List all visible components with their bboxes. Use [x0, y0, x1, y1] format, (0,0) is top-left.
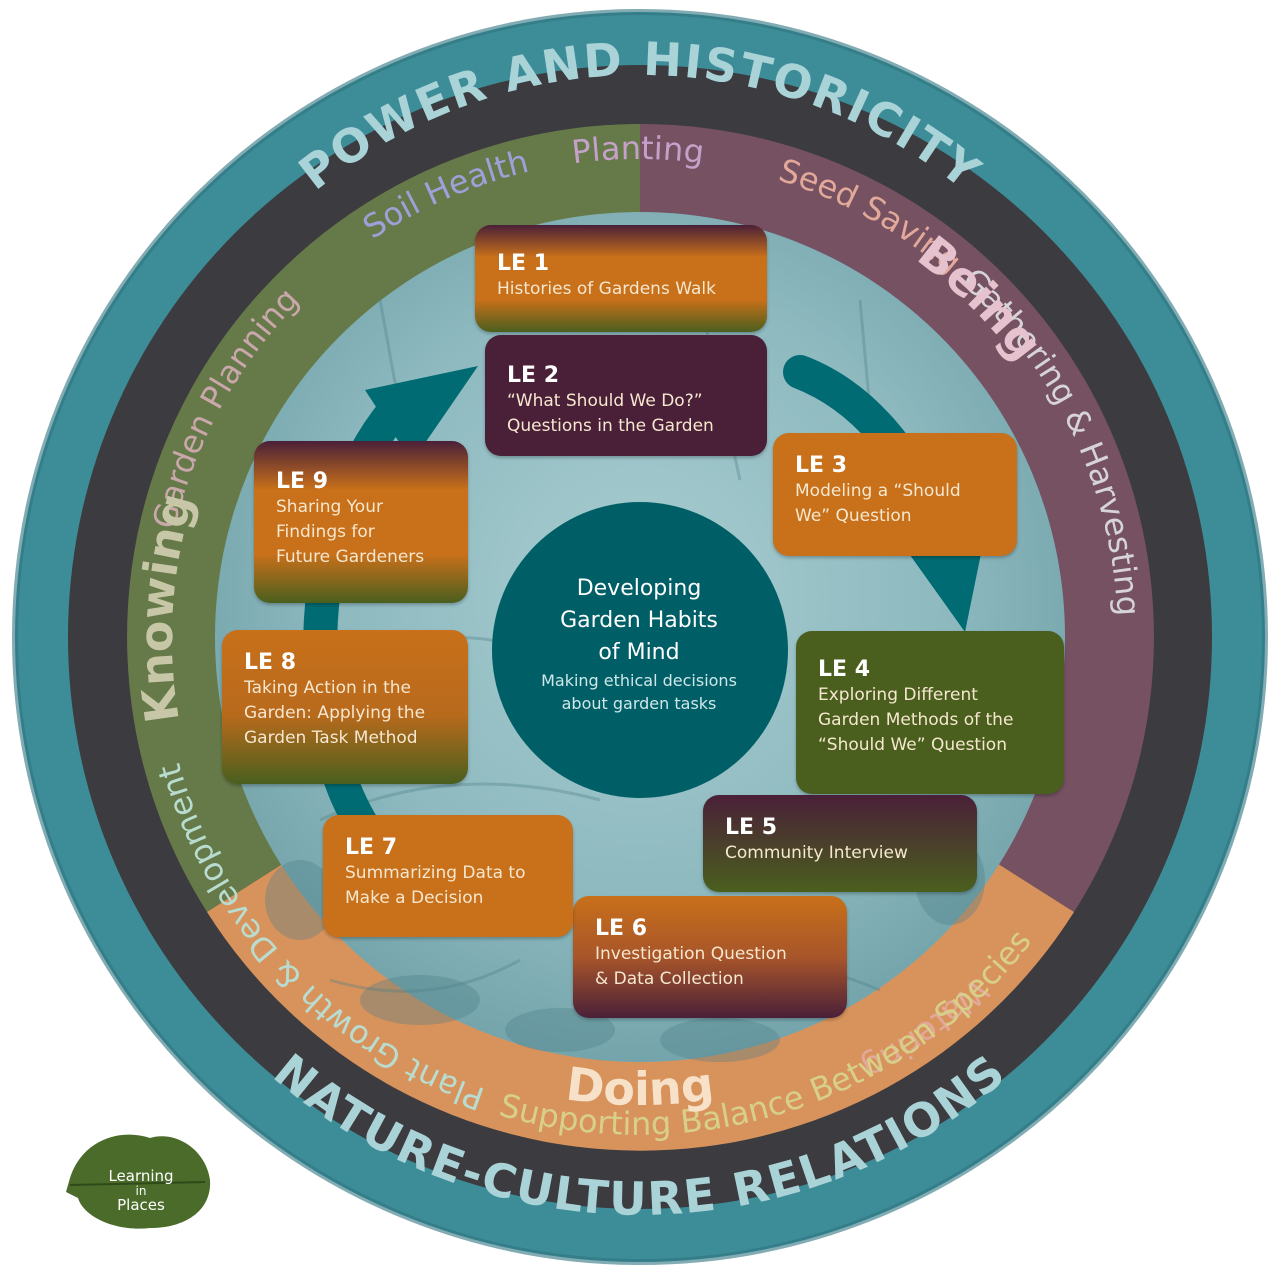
le6-card[interactable]: LE 6 Investigation Question & Data Colle… — [573, 896, 847, 1018]
le3-card[interactable]: LE 3 Modeling a “Should We” Question — [773, 433, 1017, 556]
planting-label: Planting — [570, 129, 707, 171]
cycle-arrow-left-head — [365, 366, 478, 462]
le7-title: Summarizing Data to Make a Decision — [345, 863, 526, 908]
le4-number: LE 4 — [818, 657, 871, 682]
le3-title: Modeling a “Should We” Question — [795, 481, 961, 526]
center-title: Developing Garden Habits of Mind — [560, 576, 718, 665]
le3-number: LE 3 — [795, 453, 848, 478]
logo-line-2: in — [135, 1184, 147, 1198]
le8-title: Taking Action in the Garden: Applying th… — [244, 678, 426, 748]
le8-card[interactable]: LE 8 Taking Action in the Garden: Applyi… — [222, 630, 468, 784]
center-circle — [492, 502, 788, 798]
center-subtitle: Making ethical decisions about garden ta… — [541, 671, 737, 713]
le6-number: LE 6 — [595, 916, 648, 941]
le4-card[interactable]: LE 4 Exploring Different Garden Methods … — [796, 631, 1064, 794]
center-label: Developing Garden Habits of Mind Making … — [491, 573, 787, 715]
le8-number: LE 8 — [244, 650, 297, 675]
le9-number: LE 9 — [276, 469, 329, 494]
logo-line-1: Learning — [108, 1167, 174, 1185]
logo-line-3: Places — [117, 1196, 165, 1214]
doing-label: Doing — [563, 1057, 716, 1117]
le2-title: “What Should We Do?” Questions in the Ga… — [507, 391, 714, 436]
le6-title: Investigation Question & Data Collection — [595, 944, 787, 989]
le5-number: LE 5 — [725, 815, 778, 840]
le1-card[interactable]: LE 1 Histories of Gardens Walk — [475, 225, 767, 332]
le5-title: Community Interview — [725, 843, 908, 863]
le4-title: Exploring Different Garden Methods of th… — [818, 685, 1014, 755]
le1-title: Histories of Gardens Walk — [497, 279, 716, 299]
le7-card[interactable]: LE 7 Summarizing Data to Make a Decision — [323, 815, 573, 937]
le1-number: LE 1 — [497, 251, 550, 276]
le9-title: Sharing Your Findings for Future Gardene… — [276, 497, 425, 567]
leaf-logo-vein — [69, 1181, 206, 1186]
learning-in-places-logo: Learning in Places — [86, 1168, 196, 1214]
cycle-arrow-right-head — [905, 534, 985, 632]
le7-number: LE 7 — [345, 835, 398, 860]
le5-card[interactable]: LE 5 Community Interview — [703, 795, 977, 892]
le2-card[interactable]: LE 2 “What Should We Do?” Questions in t… — [485, 335, 767, 456]
le9-card[interactable]: LE 9 Sharing Your Findings for Future Ga… — [254, 441, 468, 603]
le2-number: LE 2 — [507, 363, 560, 388]
outer-ring-shade — [12, 9, 1268, 1265]
leaf-logo-icon — [66, 1134, 211, 1229]
